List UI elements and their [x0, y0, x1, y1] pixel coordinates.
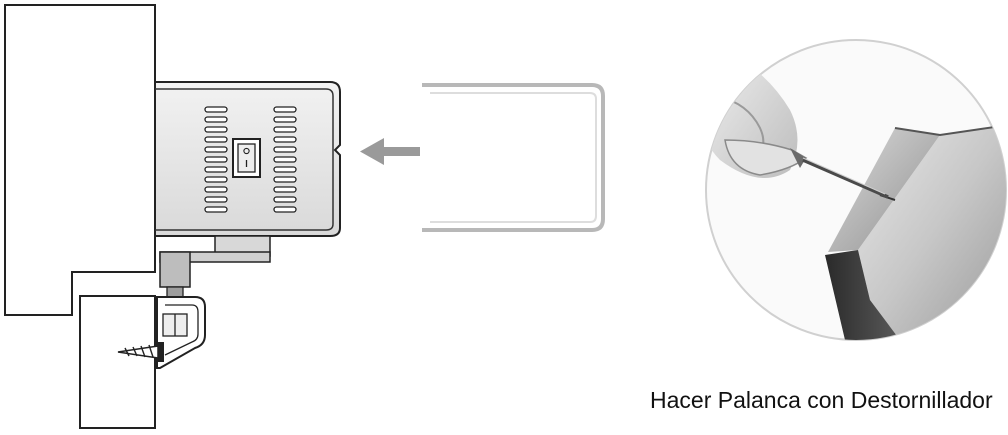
vent-slots: [204, 106, 297, 213]
mounting-bracket: [156, 235, 271, 369]
direction-arrow: [360, 138, 420, 165]
power-switch: [232, 138, 261, 178]
figure-caption: Hacer Palanca con Destornillador: [650, 387, 993, 413]
cover-frame: [422, 83, 605, 232]
wood-screw: [117, 342, 164, 362]
device-corner: [825, 124, 1006, 340]
wall-panel: [4, 4, 156, 429]
detail-circle: [705, 39, 1007, 341]
device-body: [154, 81, 341, 237]
